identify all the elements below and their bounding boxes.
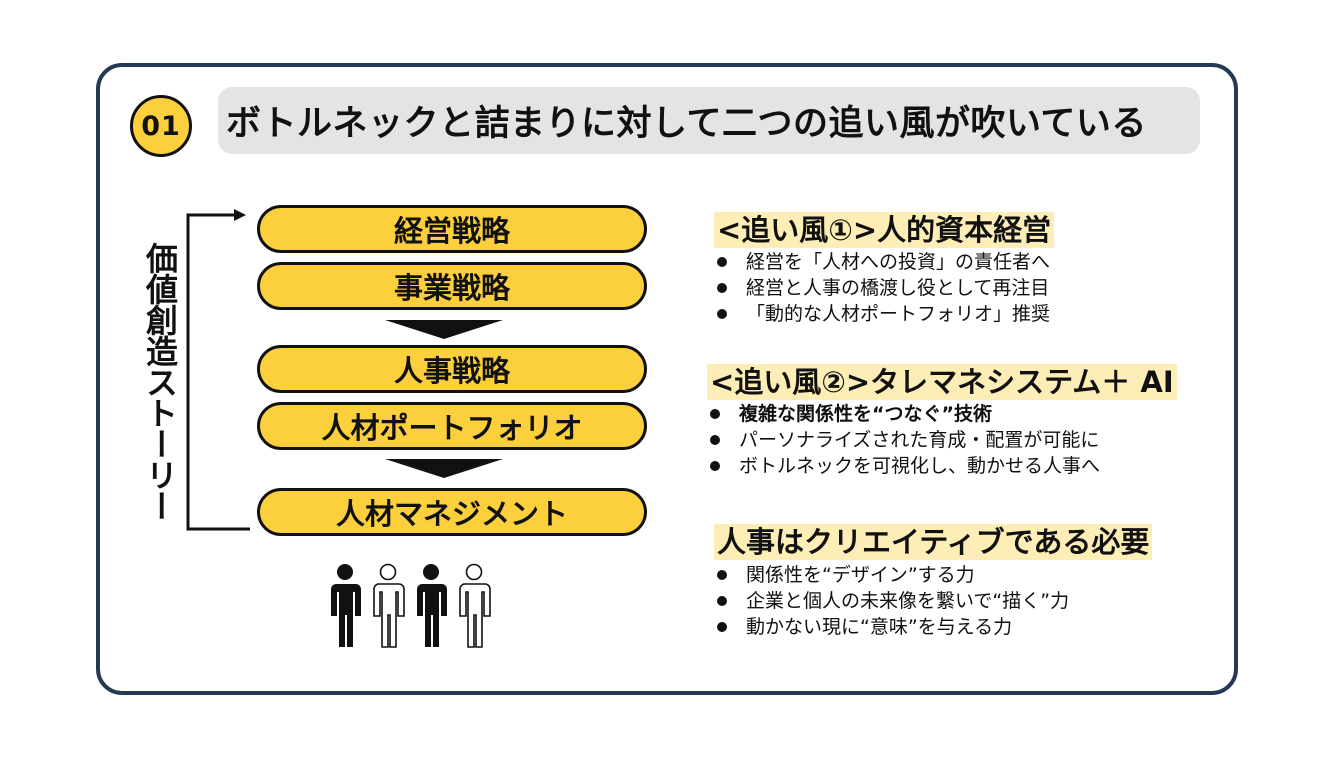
down-arrow-icon <box>385 320 503 339</box>
section-number-badge: 01 <box>130 95 192 157</box>
people-icon <box>331 563 491 648</box>
down-arrow-icon <box>385 459 503 478</box>
tailwind-1-list: 経営を「人材への投資」の責任者へ 経営と人事の橋渡し役として再注目 「動的な人材… <box>714 249 1050 327</box>
story-bracket-arrow <box>186 209 250 531</box>
tailwind-2-title: <追い風②>タレマネシステム＋ AI <box>707 364 1177 400</box>
page-title: ボトルネックと詰まりに対して二つの追い風が吹いている <box>218 87 1200 154</box>
list-item: 関係性を“デザイン”する力 <box>714 562 1069 588</box>
creative-hr-title: 人事はクリエイティブである必要 <box>714 524 1153 560</box>
list-item: パーソナライズされた育成・配置が可能に <box>707 427 1100 453</box>
pill-hr-strategy: 人事戦略 <box>257 345 647 393</box>
creative-hr-list: 関係性を“デザイン”する力 企業と個人の未来像を繋いで“描く”力 動かない現に“… <box>714 562 1069 640</box>
list-item: 複雑な関係性を“つなぐ”技術 <box>707 401 1100 427</box>
tailwind-1-title: <追い風①>人的資本経営 <box>714 212 1055 248</box>
list-item: 企業と個人の未来像を繋いで“描く”力 <box>714 588 1069 614</box>
value-creation-story-label: 価値創造ストーリー <box>141 242 179 521</box>
list-item: 動かない現に“意味”を与える力 <box>714 614 1069 640</box>
list-item: 経営と人事の橋渡し役として再注目 <box>714 275 1050 301</box>
list-item: 経営を「人材への投資」の責任者へ <box>714 249 1050 275</box>
pill-management-strategy: 経営戦略 <box>257 205 647 253</box>
list-item: 「動的な人材ポートフォリオ」推奨 <box>714 301 1050 327</box>
pill-business-strategy: 事業戦略 <box>257 262 647 310</box>
pill-talent-management: 人材マネジメント <box>257 488 647 536</box>
pill-talent-portfolio: 人材ポートフォリオ <box>257 402 647 450</box>
tailwind-2-list: 複雑な関係性を“つなぐ”技術 パーソナライズされた育成・配置が可能に ボトルネッ… <box>707 401 1100 479</box>
list-item: ボトルネックを可視化し、動かせる人事へ <box>707 453 1100 479</box>
